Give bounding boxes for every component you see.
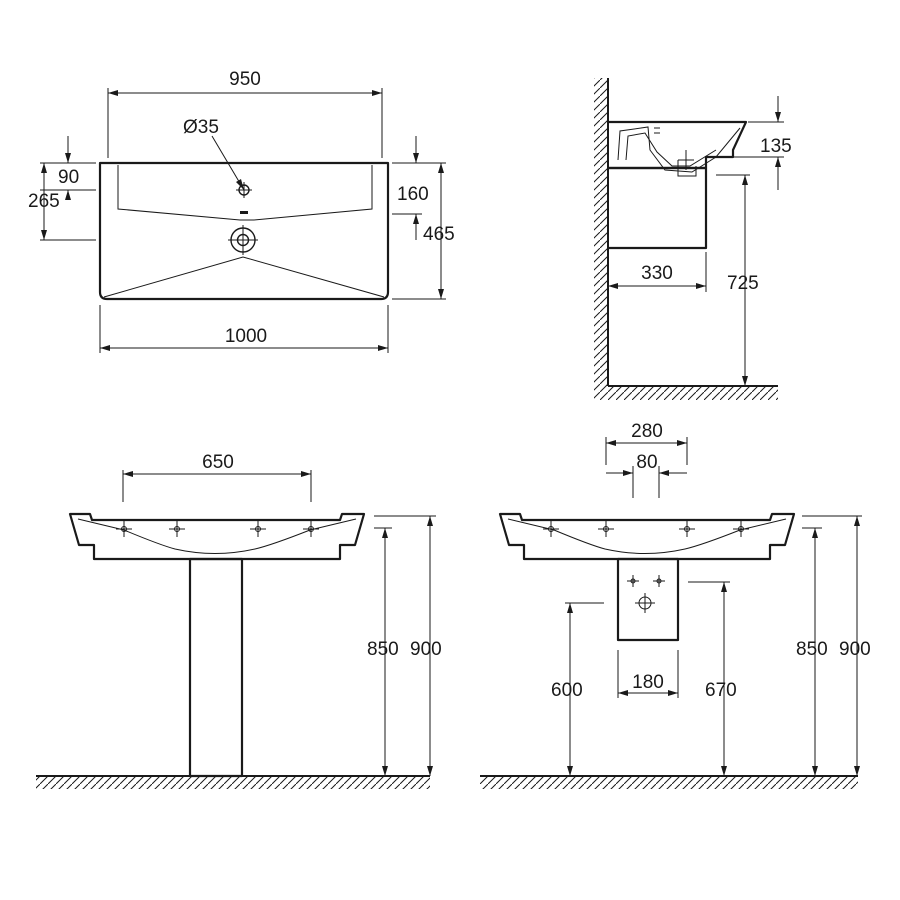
dim-1000-label: 1000 (225, 326, 267, 347)
tap-hole-marks-2 (543, 521, 749, 537)
tap-hole-label: Ø35 (183, 117, 219, 138)
bowl-curve-2 (507, 518, 787, 554)
dim-900: 900 (374, 515, 442, 776)
dim-600-label: 600 (551, 680, 583, 701)
tap-hole-marks (116, 521, 319, 537)
dim-600: 600 (551, 602, 604, 776)
dim-280-label: 280 (631, 421, 663, 442)
dim-135-label: 135 (760, 136, 792, 157)
tap-marker (654, 127, 660, 134)
side-view: 135 330 725 (594, 78, 792, 400)
overflow-slot (240, 211, 248, 214)
bowl-curve (77, 518, 357, 554)
dim-265-label: 265 (28, 191, 60, 212)
front-slope (103, 256, 385, 298)
drain-profile (677, 160, 697, 177)
dim-180-label: 180 (632, 672, 664, 693)
inner-bowl (117, 165, 373, 221)
dim-650-label: 650 (202, 452, 234, 473)
wall-hatch (594, 78, 608, 386)
top-view: 950 Ø35 90 265 (28, 69, 455, 353)
dim-950: 950 (107, 69, 383, 158)
dim-850-label: 850 (367, 639, 399, 660)
dim-135: 135 (716, 96, 792, 190)
dim-280: 280 (605, 421, 688, 465)
floor-hatch (594, 386, 778, 400)
inner-bowl-profile (617, 126, 741, 173)
front-view-pedestal: 650 850 900 (36, 452, 442, 789)
basin-front (68, 512, 366, 561)
dim-725: 725 (716, 174, 759, 386)
floor-hatch-right (480, 776, 858, 789)
dim-1000: 1000 (99, 305, 389, 353)
dim-650: 650 (122, 452, 312, 502)
dim-330: 330 (608, 252, 707, 292)
dim-160-465: 160 465 (392, 136, 455, 300)
dim-850-b: 850 (796, 527, 828, 776)
dim-80-label: 80 (636, 452, 657, 473)
dim-900b-label: 900 (839, 639, 871, 660)
dim-670-label: 670 (705, 680, 737, 701)
semi-pedestal-holes (627, 575, 665, 613)
dim-950-label: 950 (229, 69, 261, 90)
dim-80: 80 (606, 452, 687, 498)
drain (228, 225, 258, 255)
semi-pedestal (616, 557, 680, 642)
basin-front-2 (498, 512, 796, 561)
dim-90-265: 90 265 (28, 136, 96, 241)
semi-pedestal-profile (608, 166, 708, 250)
dim-160-label: 160 (397, 184, 429, 205)
floor-hatch-left (36, 776, 430, 789)
dim-850: 850 (367, 527, 399, 776)
dim-900-b: 900 (802, 515, 871, 776)
dim-tap-hole: Ø35 (183, 117, 245, 191)
dim-90-label: 90 (58, 167, 79, 188)
dim-900-label: 900 (410, 639, 442, 660)
basin-outline (98, 161, 390, 301)
dim-465-label: 465 (423, 224, 455, 245)
dim-330-label: 330 (641, 263, 673, 284)
dim-180: 180 (617, 650, 679, 698)
dim-725-label: 725 (727, 273, 759, 294)
inner-bowl-profile-2 (625, 132, 717, 167)
dim-850b-label: 850 (796, 639, 828, 660)
dim-670: 670 (688, 581, 737, 776)
pedestal (188, 557, 244, 778)
front-view-semipedestal: 280 80 600 180 (480, 421, 871, 789)
